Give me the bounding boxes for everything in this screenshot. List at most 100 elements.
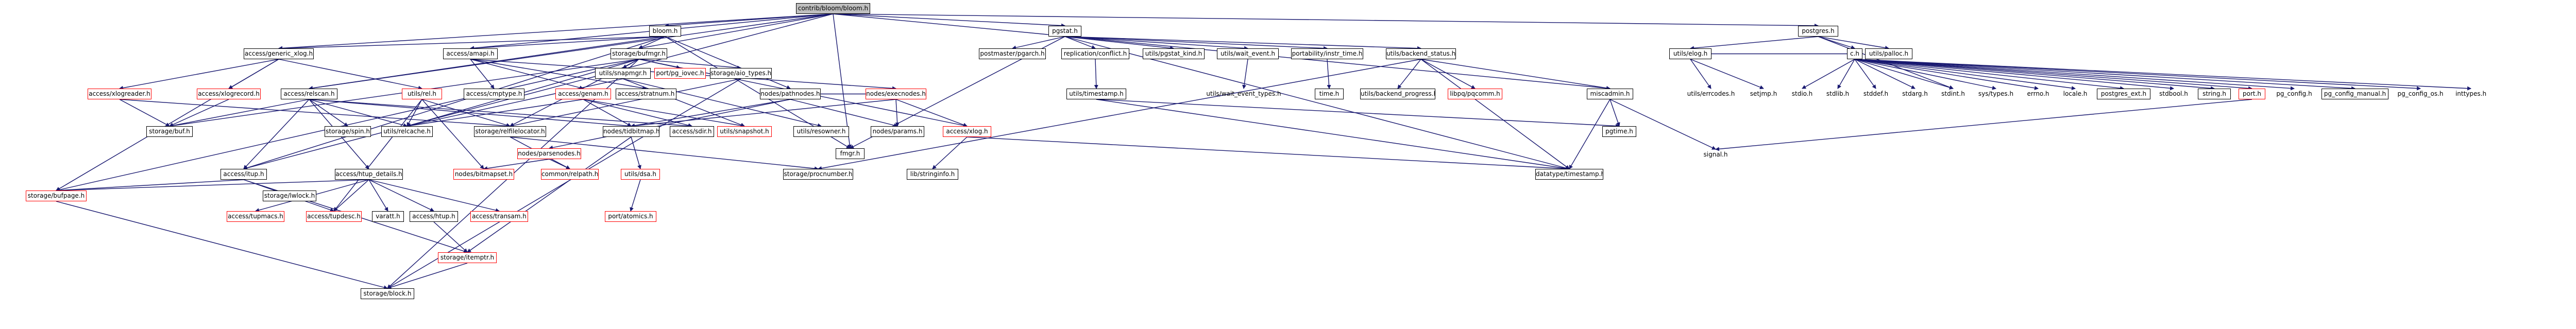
node-storage-buf-h[interactable]: storage/buf.h [146, 126, 193, 137]
node-access-xlogrecord-h[interactable]: access/xlogrecord.h [197, 89, 261, 99]
node-utils-wait-event-h[interactable]: utils/wait_event.h [1217, 48, 1279, 59]
node-string-h[interactable]: string.h [2198, 89, 2231, 99]
node-libpq-pqcomm-h[interactable]: libpq/pqcomm.h [1448, 89, 1502, 99]
node-utils-palloc-h[interactable]: utils/palloc.h [1865, 48, 1912, 59]
node-storage-spin-h[interactable]: storage/spin.h [325, 126, 371, 137]
edge-rel-to-tupdesc [333, 99, 422, 212]
node-port-atomics-h[interactable]: port/atomics.h [605, 211, 656, 222]
edge-pgstat-to-backend_status [1064, 36, 1421, 50]
node-utils-dsa-h[interactable]: utils/dsa.h [621, 169, 660, 180]
edge-c-to-stddef [1854, 59, 1876, 89]
node-time-h[interactable]: time.h [1315, 89, 1344, 99]
node-replication-conflict-h[interactable]: replication/conflict.h [1061, 48, 1129, 59]
edge-c-to-pg_ext [1854, 59, 2124, 91]
node-access-xlog-h[interactable]: access/xlog.h [943, 126, 991, 137]
edge-htup_details-to-tupdesc [333, 179, 369, 212]
node-stdio-h[interactable]: stdio.h [1791, 90, 1813, 97]
node-utils-rel-h[interactable]: utils/rel.h [402, 89, 442, 99]
node-utils-elog-h[interactable]: utils/elog.h [1669, 48, 1711, 59]
node-pg-config-manual-h[interactable]: pg_config_manual.h [2321, 89, 2388, 99]
node-access-relscan-h[interactable]: access/relscan.h [281, 89, 337, 99]
node-access-stratnum-h[interactable]: access/stratnum.h [616, 89, 676, 99]
node-fmgr-h[interactable]: fmgr.h [836, 148, 865, 159]
node-access-htup-details-h[interactable]: access/htup_details.h [335, 169, 403, 180]
edge-execnodes-to-params [895, 99, 900, 127]
node-access-tupmacs-h[interactable]: access/tupmacs.h [227, 211, 284, 222]
node-stdbool-h[interactable]: stdbool.h [2159, 90, 2188, 97]
node-nodes-tidbitmap-h[interactable]: nodes/tidbitmap.h [603, 126, 659, 137]
node-port-h[interactable]: port.h [2239, 89, 2265, 99]
node-utils-errcodes-h[interactable]: utils/errcodes.h [1687, 90, 1735, 97]
node-utils-snapmgr-h[interactable]: utils/snapmgr.h [595, 68, 651, 79]
edge-postgres-to-palloc [1818, 36, 1889, 50]
node-varatt-h[interactable]: varatt.h [372, 211, 404, 222]
node-access-sdir-h[interactable]: access/sdir.h [670, 126, 714, 137]
node-miscadmin-h[interactable]: miscadmin.h [1587, 89, 1633, 99]
node-utils-backend-progress-h[interactable]: utils/backend_progress.h [1360, 89, 1435, 99]
node-access-xlogreader-h[interactable]: access/xlogreader.h [88, 89, 151, 99]
node-postmaster-pgarch-h[interactable]: postmaster/pgarch.h [979, 48, 1046, 59]
node-storage-procnumber-h[interactable]: storage/procnumber.h [783, 169, 853, 180]
node-signal-h[interactable]: signal.h [1703, 151, 1728, 158]
node-utils-snapshot-h[interactable]: utils/snapshot.h [717, 126, 772, 137]
node-nodes-execnodes-h[interactable]: nodes/execnodes.h [866, 89, 926, 99]
node-locale-h[interactable]: locale.h [2063, 90, 2088, 97]
edge-pathnodes-to-parsenodes [549, 99, 791, 150]
node-stdlib-h[interactable]: stdlib.h [1826, 90, 1850, 97]
node-pgstat-h[interactable]: pgstat.h [1048, 26, 1081, 37]
node-access-itup-h[interactable]: access/itup.h [221, 169, 267, 180]
node-access-genam-h[interactable]: access/genam.h [555, 89, 611, 99]
edge-generic_xlog-to-rel [278, 59, 422, 90]
edge-postgres-to-elog [1690, 36, 1819, 50]
node-nodes-bitmapset-h[interactable]: nodes/bitmapset.h [453, 169, 514, 180]
node-stdarg-h[interactable]: stdarg.h [1902, 90, 1928, 97]
node-contrib-bloom-bloom-h[interactable]: contrib/bloom/bloom.h [796, 3, 870, 14]
node-access-tupdesc-h[interactable]: access/tupdesc.h [306, 211, 362, 222]
edge-c-to-stdlib [1837, 59, 1855, 89]
node-postgres-ext-h[interactable]: postgres_ext.h [2097, 89, 2150, 99]
edge-backend_status-to-backend_progress [1397, 59, 1421, 89]
node-storage-bufmgr-h[interactable]: storage/bufmgr.h [611, 48, 667, 59]
node-inttypes-h[interactable]: inttypes.h [2455, 90, 2487, 97]
edge-wait_event-to-wait_event_types [1242, 59, 1248, 89]
node-access-cmptype-h[interactable]: access/cmptype.h [464, 89, 524, 99]
node-utils-resowner-h[interactable]: utils/resowner.h [793, 126, 849, 137]
node-postgres-h[interactable]: postgres.h [1798, 26, 1838, 37]
node-access-amapi-h[interactable]: access/amapi.h [443, 48, 498, 59]
node-storage-aio-types-h[interactable]: storage/aio_types.h [710, 68, 772, 79]
node-storage-block-h[interactable]: storage/block.h [361, 288, 414, 299]
edge-root-to-itup [243, 13, 834, 170]
node-access-htup-h[interactable]: access/htup.h [410, 211, 458, 222]
node-utils-pgstat-kind-h[interactable]: utils/pgstat_kind.h [1143, 48, 1205, 59]
node-portability-instr-time-h[interactable]: portability/instr_time.h [1291, 48, 1363, 59]
node-nodes-params-h[interactable]: nodes/params.h [871, 126, 924, 137]
node-storage-itemptr-h[interactable]: storage/itemptr.h [438, 252, 497, 263]
node-common-relpath-h[interactable]: common/relpath.h [541, 169, 599, 180]
node-stddef-h[interactable]: stddef.h [1863, 90, 1889, 97]
node-lib-stringinfo-h[interactable]: lib/stringinfo.h [907, 169, 958, 180]
node-access-transam-h[interactable]: access/transam.h [470, 211, 528, 222]
node-utils-relcache-h[interactable]: utils/relcache.h [381, 126, 433, 137]
node-port-pg-iovec-h[interactable]: port/pg_iovec.h [654, 68, 706, 79]
node-storage-lwlock-h[interactable]: storage/lwlock.h [263, 191, 316, 201]
node-pgtime-h[interactable]: pgtime.h [1602, 126, 1636, 137]
node-sys-types-h[interactable]: sys/types.h [1978, 90, 2014, 97]
node-bloom-h[interactable]: bloom.h [649, 26, 681, 37]
node-nodes-parsenodes-h[interactable]: nodes/parsenodes.h [517, 148, 581, 159]
node-storage-relfilelocator-h[interactable]: storage/relfilelocator.h [474, 126, 546, 137]
node-stdint-h[interactable]: stdint.h [1941, 90, 1965, 97]
node-storage-bufpage-h[interactable]: storage/bufpage.h [26, 191, 87, 201]
node-datatype-timestamp-h[interactable]: datatype/timestamp.h [1535, 169, 1603, 180]
node-nodes-pathnodes-h[interactable]: nodes/pathnodes.h [760, 89, 821, 99]
node-utils-wait-event-types-h[interactable]: utils/wait_event_types.h [1206, 90, 1281, 97]
node-c-h[interactable]: c.h [1847, 48, 1862, 59]
node-pg-config-h[interactable]: pg_config.h [2276, 90, 2312, 97]
node-access-generic-xlog-h[interactable]: access/generic_xlog.h [244, 48, 314, 59]
node-errno-h[interactable]: errno.h [2027, 90, 2049, 97]
node-setjmp-h[interactable]: setjmp.h [1750, 90, 1777, 97]
node-utils-backend-status-h[interactable]: utils/backend_status.h [1386, 48, 1456, 59]
node-utils-timestamp-h[interactable]: utils/timestamp.h [1066, 89, 1126, 99]
node-pg-config-os-h[interactable]: pg_config_os.h [2397, 90, 2444, 97]
